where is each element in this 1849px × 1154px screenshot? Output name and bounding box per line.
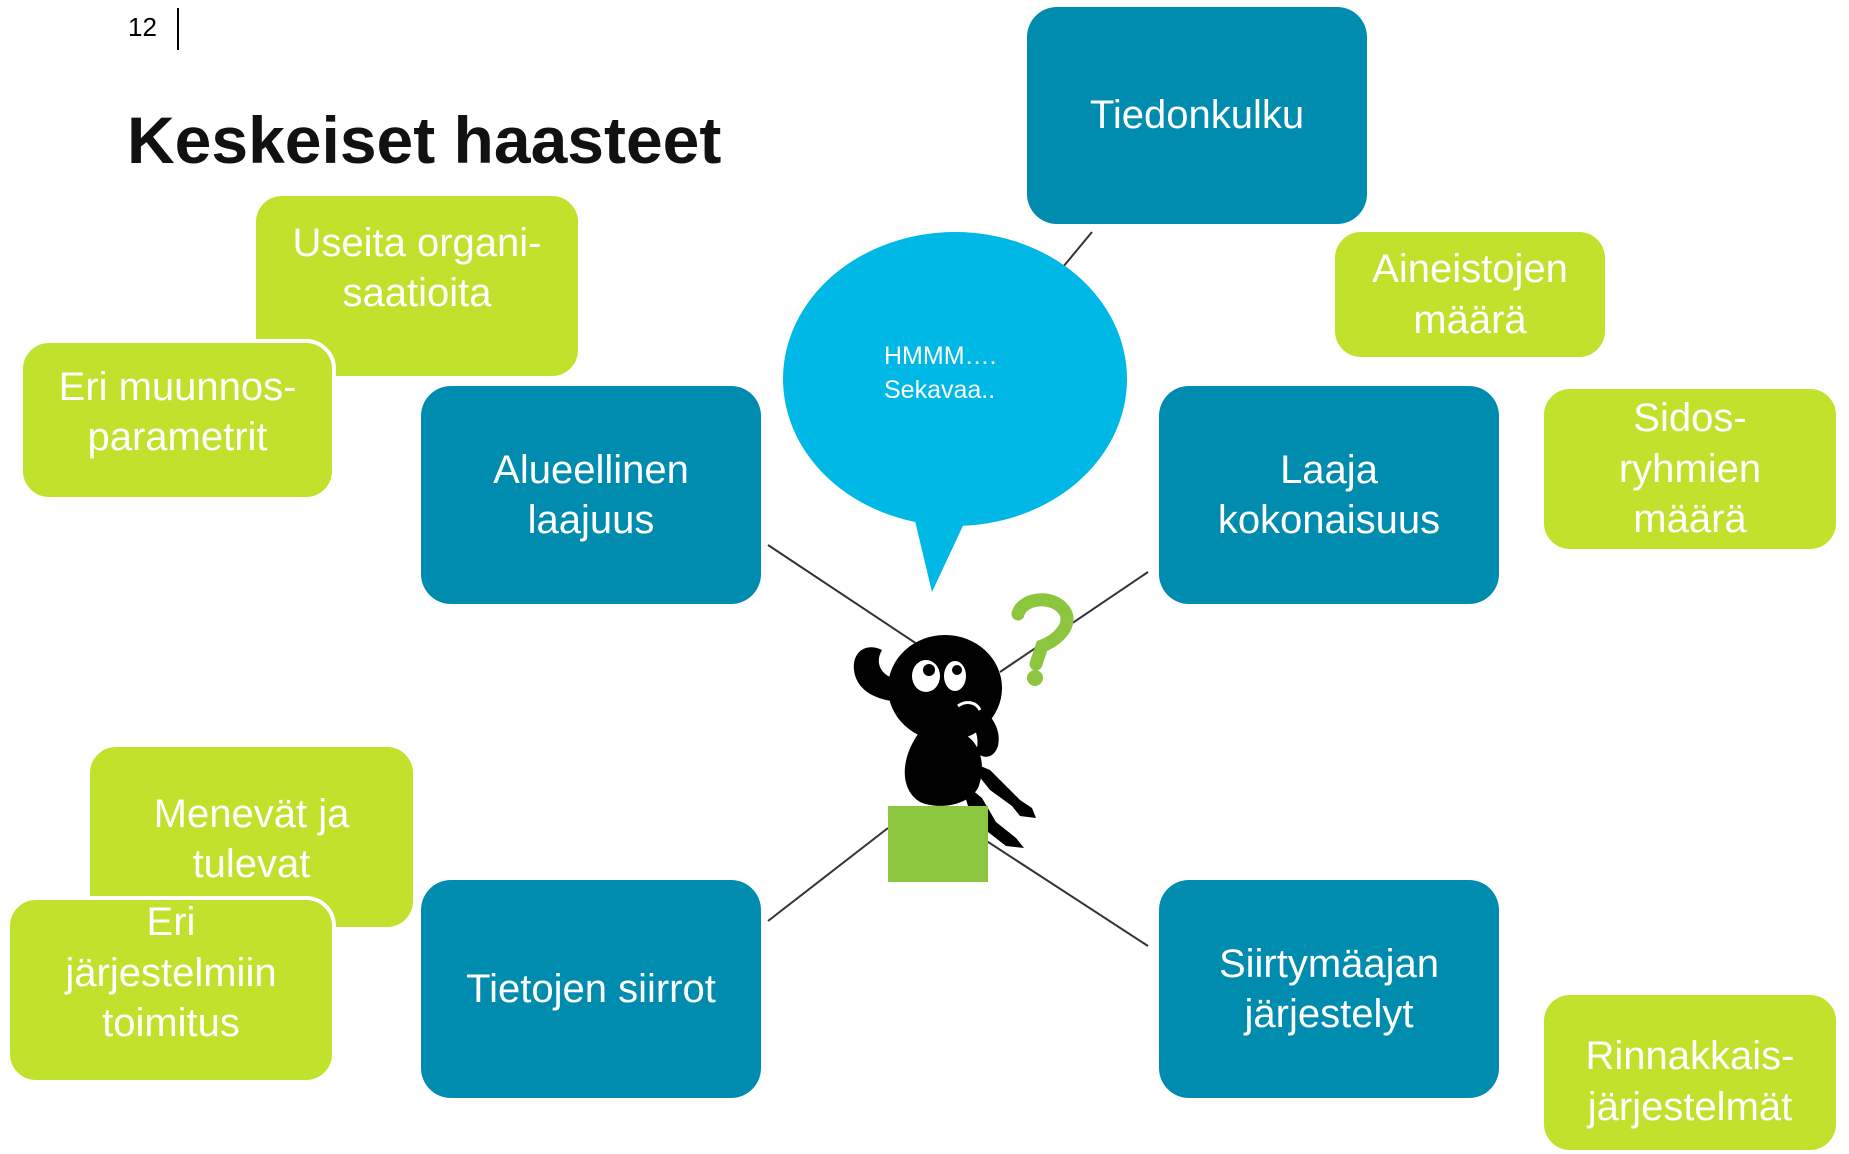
figure-seat — [888, 806, 988, 882]
question-mark-dot — [1027, 670, 1043, 686]
subtopic-eri-jarjestelmiin-toimitus: Eri järjestelmiin toimitus — [6, 896, 336, 1084]
page-number-divider — [177, 8, 179, 50]
page-title: Keskeiset haasteet — [127, 103, 722, 177]
speech-bubble-icon — [783, 232, 1127, 592]
link-tietojen — [767, 827, 889, 922]
subtopic-eri-muunnosparametrit: Eri muunnos- parametrit — [19, 339, 336, 501]
topic-laaja-kokonaisuus: Laaja kokonaisuus — [1159, 386, 1499, 604]
speech-bubble-text: HMMM…. Sekavaa.. — [884, 342, 997, 404]
subtopic-useita-organisaatioita: Useita organi- saatioita — [252, 192, 582, 380]
question-mark-icon — [1011, 593, 1074, 671]
figure-pupil-right — [952, 665, 962, 675]
figure-eye-left — [912, 660, 940, 692]
thinking-figure-icon — [853, 635, 1036, 848]
topic-tiedonkulku: Tiedonkulku — [1027, 7, 1367, 224]
figure-pupil-left — [923, 664, 935, 676]
subtopic-aineistojen-maara: Aineistojen määrä — [1331, 228, 1609, 361]
figure-mouth — [957, 701, 982, 711]
page-number: 12 — [128, 12, 157, 42]
topic-tietojen-siirrot: Tietojen siirrot — [421, 880, 761, 1098]
link-tiedonkulku — [1062, 231, 1093, 268]
link-alueellinen — [767, 544, 921, 647]
topic-siirtymaajan-jarjestelyt: Siirtymäajan järjestelyt — [1159, 880, 1499, 1098]
link-siirtyma — [981, 837, 1149, 947]
subtopic-sidosryhmien-maara: Sidos- ryhmien määrä — [1540, 385, 1840, 553]
subtopic-rinnakkaisjarjestelmat: Rinnakkais- järjestelmät — [1540, 991, 1840, 1154]
link-laaja — [999, 571, 1149, 673]
topic-alueellinen-laajuus: Alueellinen laajuus — [421, 386, 761, 604]
